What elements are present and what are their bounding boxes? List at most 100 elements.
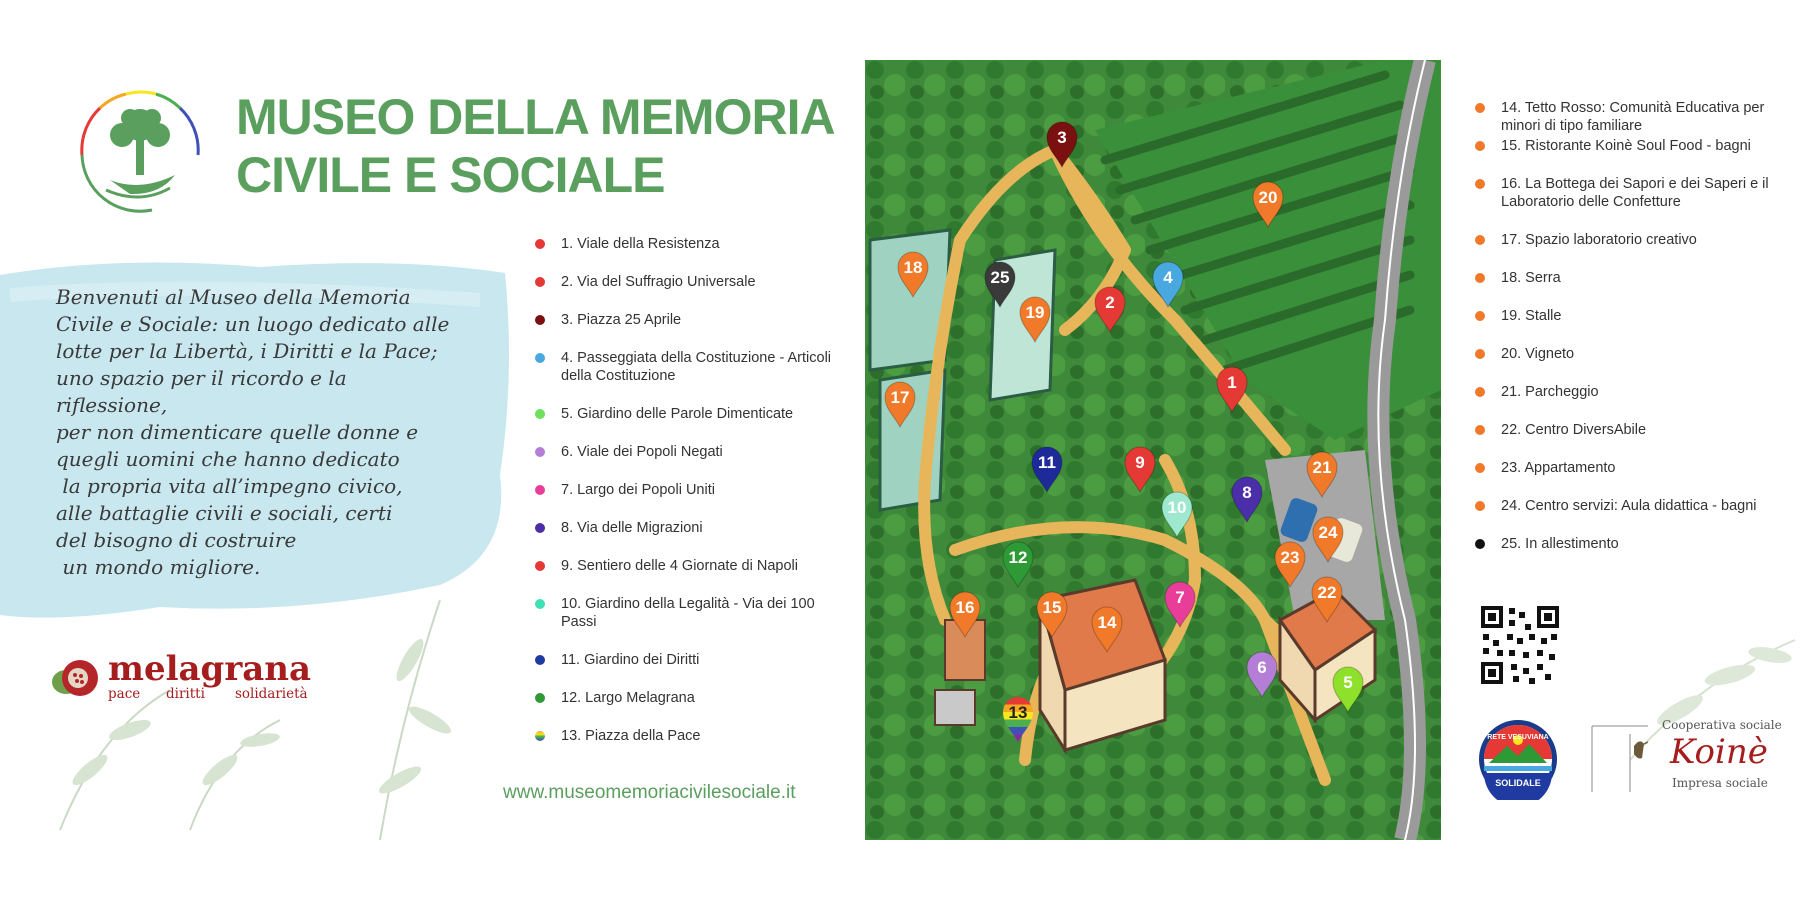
map-pin-label: 5 xyxy=(1343,673,1352,692)
map-paths xyxy=(918,144,1371,786)
map-pin-25[interactable]: 25 xyxy=(984,261,1016,309)
map-pin-label: 7 xyxy=(1175,588,1184,607)
map-pin-1[interactable]: 1 xyxy=(1216,366,1248,414)
legend-item-label: 6. Viale dei Popoli Negati xyxy=(561,444,723,460)
map-pin-22[interactable]: 22 xyxy=(1311,576,1343,624)
legend-item: 2. Via del Suffragio Universale xyxy=(535,273,845,311)
legend-dot-icon xyxy=(1475,387,1485,397)
koine-name: Koinè xyxy=(1670,732,1768,772)
legend-dot-icon xyxy=(535,599,545,609)
legend-item: 9. Sentiero delle 4 Giornate di Napoli xyxy=(535,557,845,595)
legend-dot-icon xyxy=(1475,311,1485,321)
map-pin-16[interactable]: 16 xyxy=(949,591,981,639)
map-pin-11[interactable]: 11 xyxy=(1031,446,1063,494)
map-pin-13[interactable]: 13 xyxy=(1003,697,1033,742)
map-pin-12[interactable]: 12 xyxy=(1002,541,1034,589)
map-pin-6[interactable]: 6 xyxy=(1246,651,1278,699)
map-pin-label: 12 xyxy=(1009,548,1028,567)
legend-item-label: 11. Giardino dei Diritti xyxy=(561,652,700,668)
legend-item-label: 14. Tetto Rosso: Comunità Educativa per … xyxy=(1501,100,1765,134)
map-pin-label: 22 xyxy=(1318,583,1337,602)
map-pin-23[interactable]: 23 xyxy=(1274,541,1306,589)
legend-dot-icon xyxy=(535,655,545,665)
legend-item: 5. Giardino delle Parole Dimenticate xyxy=(535,405,845,443)
legend-item-label: 24. Centro servizi: Aula didattica - bag… xyxy=(1501,498,1757,514)
map-pin-17[interactable]: 17 xyxy=(884,381,916,429)
legend-dot-icon xyxy=(1475,463,1485,473)
map-pin-label: 20 xyxy=(1259,188,1278,207)
legend-dot-icon xyxy=(535,409,545,419)
map-pin-5[interactable]: 5 xyxy=(1332,666,1364,714)
map-pin-label: 9 xyxy=(1135,453,1144,472)
map-pin-20[interactable]: 20 xyxy=(1252,181,1284,229)
map-pin-label: 8 xyxy=(1242,483,1251,502)
map-pin-label: 13 xyxy=(1009,703,1028,722)
map-pin-4[interactable]: 4 xyxy=(1152,261,1184,309)
legend-rainbow-dot-icon xyxy=(535,731,545,741)
tagline-pace: pace xyxy=(108,686,141,702)
map-pin-21[interactable]: 21 xyxy=(1306,451,1338,499)
melagrana-logo: melagrana pace diritti solidarietà xyxy=(46,650,311,710)
map-pin-10[interactable]: 10 xyxy=(1161,491,1193,539)
legend-item-label: 2. Via del Suffragio Universale xyxy=(561,274,756,290)
legend-dot-icon xyxy=(535,447,545,457)
melagrana-name: melagrana xyxy=(108,649,312,689)
welcome-line: lotte per la Libertà, i Diritti e la Pac… xyxy=(56,339,438,363)
legend-item: 6. Viale dei Popoli Negati xyxy=(535,443,845,481)
legend-item: 25. In allestimento xyxy=(1475,535,1775,573)
legend-item: 17. Spazio laboratorio creativo xyxy=(1475,231,1775,269)
legend-list-right: 14. Tetto Rosso: Comunità Educativa per … xyxy=(1475,99,1775,573)
map-pin-label: 1 xyxy=(1227,373,1236,392)
map-pin-label: 25 xyxy=(991,268,1010,287)
legend-item-label: 13. Piazza della Pace xyxy=(561,728,701,744)
legend-item-label: 3. Piazza 25 Aprile xyxy=(561,312,682,328)
legend-item: 18. Serra xyxy=(1475,269,1775,307)
koine-heron-icon xyxy=(1591,725,1649,792)
legend-dot-icon xyxy=(1475,273,1485,283)
map-pin-8[interactable]: 8 xyxy=(1231,476,1263,524)
legend-dot-icon xyxy=(1475,179,1485,189)
tagline-solidarieta: solidarietà xyxy=(234,686,308,702)
legend-item: 16. La Bottega dei Sapori e dei Saperi e… xyxy=(1475,175,1775,231)
welcome-line: uno spazio per il ricordo e la riflessio… xyxy=(56,366,347,417)
legend-item: 19. Stalle xyxy=(1475,307,1775,345)
qr-code-icon[interactable] xyxy=(1479,604,1561,686)
map-pin-18[interactable]: 18 xyxy=(897,251,929,299)
legend-dot-icon xyxy=(535,315,545,325)
legend-dot-icon xyxy=(1475,349,1485,359)
map-pin-7[interactable]: 7 xyxy=(1164,581,1196,629)
title-line-2: CIVILE E SOCIALE xyxy=(236,147,666,203)
map-pin-label: 23 xyxy=(1281,548,1300,567)
map-pin-label: 24 xyxy=(1319,523,1338,542)
legend-dot-icon xyxy=(1475,501,1485,511)
legend-item-label: 10. Giardino della Legalità - Via dei 10… xyxy=(561,596,815,630)
decorative-leaves-icon xyxy=(1629,639,1796,761)
koine-line-3: Impresa sociale xyxy=(1672,776,1768,790)
legend-item-label: 18. Serra xyxy=(1501,270,1561,286)
legend-dot-icon xyxy=(1475,235,1485,245)
legend-item: 21. Parcheggio xyxy=(1475,383,1775,421)
map-pin-2[interactable]: 2 xyxy=(1094,286,1126,334)
greenhouse-building xyxy=(868,228,952,372)
map-pin-24[interactable]: 24 xyxy=(1312,516,1344,564)
title-line-1: MUSEO DELLA MEMORIA xyxy=(236,89,836,145)
legend-dot-icon xyxy=(535,561,545,571)
legend-item-label: 7. Largo dei Popoli Uniti xyxy=(561,482,715,498)
map-pin-label: 17 xyxy=(891,388,910,407)
site-map[interactable]: 1234567891011121314151617181920212223242… xyxy=(865,60,1441,840)
legend-dot-icon xyxy=(535,523,545,533)
rete-line-2: SOLIDALE xyxy=(1495,778,1541,788)
map-pins: 1234567891011121314151617181920212223242… xyxy=(884,121,1364,742)
vineyard-area xyxy=(1095,60,1441,440)
legend-item: 15. Ristorante Koinè Soul Food - bagni xyxy=(1475,137,1775,175)
map-pin-9[interactable]: 9 xyxy=(1124,446,1156,494)
map-pin-19[interactable]: 19 xyxy=(1019,296,1051,344)
legend-list-left: 1. Viale della Resistenza 2. Via del Suf… xyxy=(535,235,845,765)
map-pin-15[interactable]: 15 xyxy=(1036,591,1068,639)
legend-item-label: 16. La Bottega dei Sapori e dei Saperi e… xyxy=(1501,176,1769,210)
map-pin-3[interactable]: 3 xyxy=(1046,121,1078,169)
rete-line-1: RETE VESUVIANA xyxy=(1487,734,1549,741)
legend-item: 1. Viale della Resistenza xyxy=(535,235,845,273)
website-link[interactable]: www.museomemoriacivilesociale.it xyxy=(503,782,796,803)
map-pin-14[interactable]: 14 xyxy=(1091,606,1123,654)
